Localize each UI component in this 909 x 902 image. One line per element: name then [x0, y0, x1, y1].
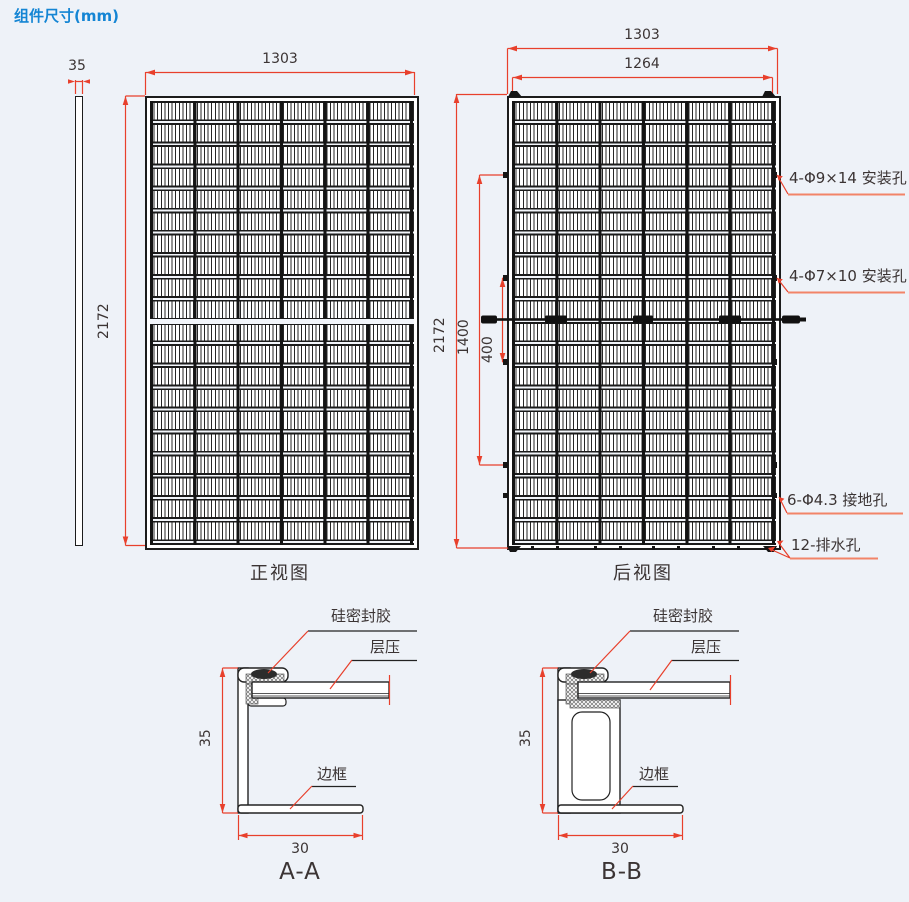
- side-thickness-dim: 35: [68, 58, 86, 74]
- callout-drain-hole: 12-排水孔: [791, 536, 861, 554]
- section-b-frame-label: 边框: [639, 765, 670, 783]
- callout-ground-hole: 6-Φ4.3 接地孔: [787, 491, 888, 509]
- section-a-label: A-A: [279, 859, 321, 885]
- section-b-sealant-label: 硅密封胶: [653, 607, 714, 625]
- section-a-width-dim: 30: [291, 841, 309, 857]
- front-view-label: 正视图: [250, 563, 310, 584]
- section-a-laminate-label: 层压: [370, 638, 401, 656]
- back-view-label: 后视图: [613, 563, 673, 584]
- callout-mount-hole-7x10: 4-Φ7×10 安装孔: [789, 267, 907, 285]
- front-height-dim: 2172: [96, 303, 112, 339]
- section-b-width-dim: 30: [611, 841, 629, 857]
- front-view-cells: [150, 101, 414, 545]
- side-view-profile: [75, 96, 83, 546]
- page-title: 组件尺寸(mm): [14, 7, 119, 25]
- section-a-profile: [219, 630, 417, 840]
- section-b-height-dim: 35: [518, 729, 534, 747]
- back-mount-span-outer-dim: 1400: [456, 319, 472, 355]
- section-b-label: B-B: [600, 859, 644, 885]
- back-view-cells: [512, 101, 776, 545]
- back-inner-width-dim: 1264: [624, 56, 660, 72]
- back-height-dim: 2172: [432, 317, 448, 353]
- back-outer-width-dim: 1303: [624, 27, 660, 43]
- section-b-laminate-label: 层压: [691, 638, 722, 656]
- front-view-panel: [145, 96, 419, 550]
- section-a-sealant-label: 硅密封胶: [331, 607, 392, 625]
- front-view-mid-divider: [150, 318, 414, 325]
- back-mount-span-inner-dim: 400: [480, 336, 496, 364]
- section-a-height-dim: 35: [198, 729, 214, 747]
- front-width-dim: 1303: [262, 51, 298, 67]
- callout-mount-hole-9x14: 4-Φ9×14 安装孔: [789, 169, 907, 187]
- section-b-profile: [539, 630, 739, 840]
- side-view-dimension: [68, 79, 90, 94]
- back-view-panel: [507, 96, 781, 550]
- section-a-frame-label: 边框: [317, 765, 348, 783]
